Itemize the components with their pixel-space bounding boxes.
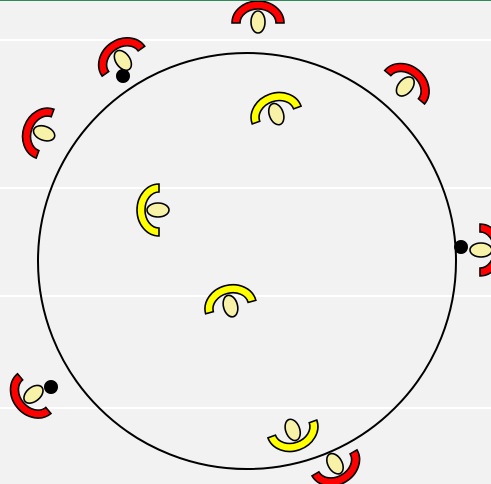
ball[interactable] — [454, 240, 468, 254]
ball[interactable] — [44, 380, 58, 394]
ball[interactable] — [116, 69, 130, 83]
